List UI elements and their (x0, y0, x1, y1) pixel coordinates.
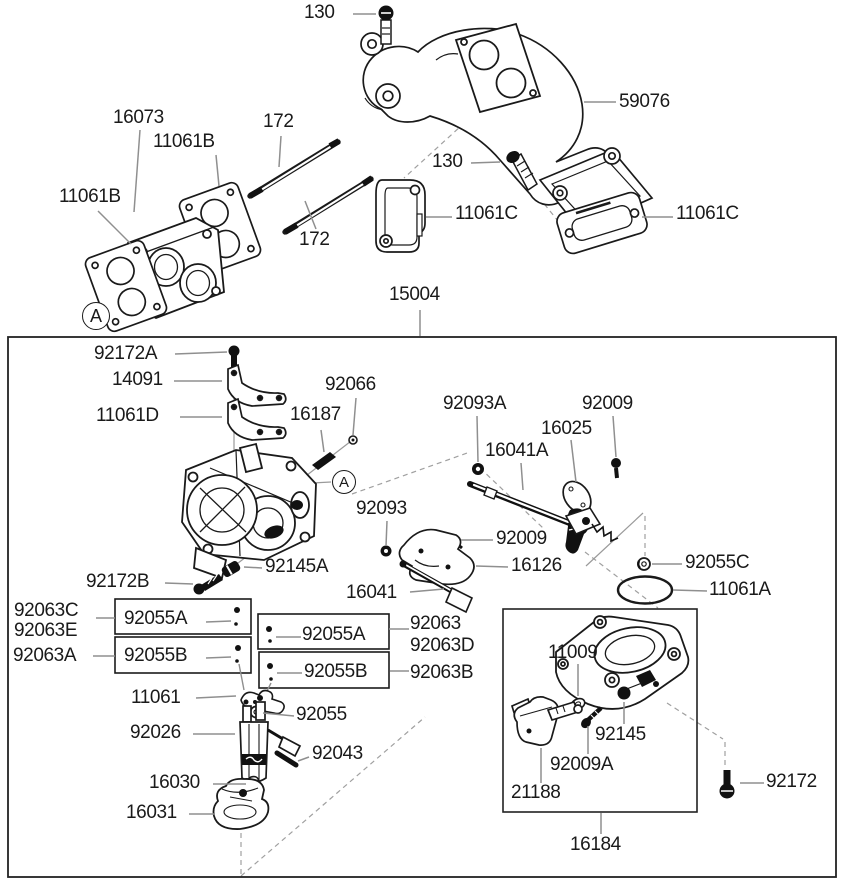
view-marker-A: A (82, 302, 110, 330)
part-label-92063c: 92063C (14, 600, 79, 621)
kit-box-92055a-2 (257, 613, 390, 650)
part-label-92055c: 92055C (685, 552, 750, 573)
part-label-16041: 16041 (346, 582, 397, 603)
bracket-11061d (227, 397, 287, 441)
part-label-92009a: 92009A (550, 754, 614, 775)
insulator-plate-11061c (375, 179, 426, 253)
o-ring-92055c (637, 557, 651, 571)
fuel-valve-21188 (510, 696, 583, 746)
part-label-92063a: 92063A (13, 645, 77, 666)
part-label-11061c-right: 11061C (676, 203, 739, 224)
part-label-92145a: 92145A (265, 556, 329, 577)
part-label-92055a-box1: 92055A (124, 608, 188, 629)
part-label-16184: 16184 (570, 834, 621, 855)
bolt-130-top (378, 5, 394, 45)
part-label-11061c-left: 11061C (455, 203, 518, 224)
view-marker-A: A (332, 470, 356, 494)
jet-92145a (221, 561, 241, 577)
part-label-92009-mid: 92009 (496, 528, 547, 549)
part-label-92055b-box2: 92055B (124, 645, 188, 666)
part-label-92145: 92145 (595, 724, 646, 745)
part-label-92026: 92026 (130, 722, 181, 743)
screw-kit-boxes (114, 598, 390, 689)
screw-92009a (581, 706, 603, 729)
float-16031 (212, 777, 270, 830)
part-label-14091: 14091 (112, 369, 163, 390)
assembly-box-15004 (7, 336, 837, 878)
part-label-92055b-box4: 92055B (304, 661, 368, 682)
part-label-11009: 11009 (548, 642, 598, 663)
choke-plate-16126 (398, 528, 475, 586)
bolt-92009-top (611, 458, 621, 479)
part-label-92043: 92043 (312, 743, 363, 764)
part-label-92063d: 92063D (410, 635, 475, 656)
part-label-130-mid: 130 (432, 151, 463, 172)
part-label-16025: 16025 (541, 418, 592, 439)
part-label-15004: 15004 (389, 284, 440, 305)
washer-92066-hole (351, 438, 355, 442)
part-label-16031: 16031 (126, 802, 177, 823)
carburetor-top-21188-group (510, 615, 690, 746)
part-label-92172b: 92172B (86, 571, 150, 592)
screw-92172a (228, 345, 240, 367)
part-label-92055: 92055 (296, 704, 347, 725)
manifold-flange-plate (454, 22, 542, 114)
part-label-16187: 16187 (290, 404, 341, 425)
part-label-172-lower: 172 (299, 229, 330, 250)
pin-92043 (274, 750, 299, 768)
part-label-11061b-upper: 11061B (153, 131, 215, 152)
gasket-11061c (556, 191, 648, 255)
stud-172-upper (247, 138, 341, 199)
needle-16187 (312, 452, 336, 470)
part-label-92093a: 92093A (443, 393, 507, 414)
part-label-172-upper: 172 (263, 111, 294, 132)
choke-shaft-16041a (467, 481, 619, 543)
part-label-11061a: 11061A (709, 579, 771, 600)
part-label-16073: 16073 (113, 107, 164, 128)
part-label-11061d: 11061D (96, 405, 159, 426)
throttle-shaft-16041 (399, 560, 474, 614)
kit-box-92055b-2 (258, 651, 390, 689)
bracket-14091 (227, 363, 287, 407)
part-label-16030: 16030 (149, 772, 200, 793)
kit-box-dots (234, 607, 273, 681)
o-ring-11061a (616, 575, 674, 605)
part-label-11061b-left: 11061B (59, 186, 121, 207)
nut-92093 (380, 545, 392, 557)
bolt-92172b (193, 574, 223, 595)
part-label-59076: 59076 (619, 91, 670, 112)
part-label-92009-top: 92009 (582, 393, 633, 414)
part-label-92063e: 92063E (14, 620, 78, 641)
stud-172-lower (282, 175, 374, 235)
sub-assembly-box-16184 (502, 608, 698, 813)
carb-top-body (555, 615, 690, 710)
part-label-16041a: 16041A (485, 440, 549, 461)
carburetor-body-drawing (181, 442, 317, 580)
part-label-92063b: 92063B (410, 662, 474, 683)
part-label-11061: 11061 (131, 687, 181, 708)
kit-box-92055a-1 (114, 598, 252, 635)
part-label-92093: 92093 (356, 498, 407, 519)
part-label-92172a: 92172A (94, 343, 158, 364)
plug-92145 (617, 686, 631, 700)
part-label-130-top: 130 (304, 2, 335, 23)
part-label-92066: 92066 (325, 374, 376, 395)
part-label-92055a-box3: 92055A (302, 624, 366, 645)
leader-lines (93, 13, 764, 834)
kit-box-92055b-1 (114, 636, 252, 674)
bolt-92172 (719, 770, 735, 799)
main-jet-92026 (239, 695, 302, 783)
bolt-130-mid (506, 150, 538, 192)
nut-92093a (472, 463, 484, 475)
part-label-16126: 16126 (511, 555, 562, 576)
part-label-92172: 92172 (766, 771, 817, 792)
part-label-21188: 21188 (511, 782, 561, 803)
part-label-92063: 92063 (410, 613, 461, 634)
